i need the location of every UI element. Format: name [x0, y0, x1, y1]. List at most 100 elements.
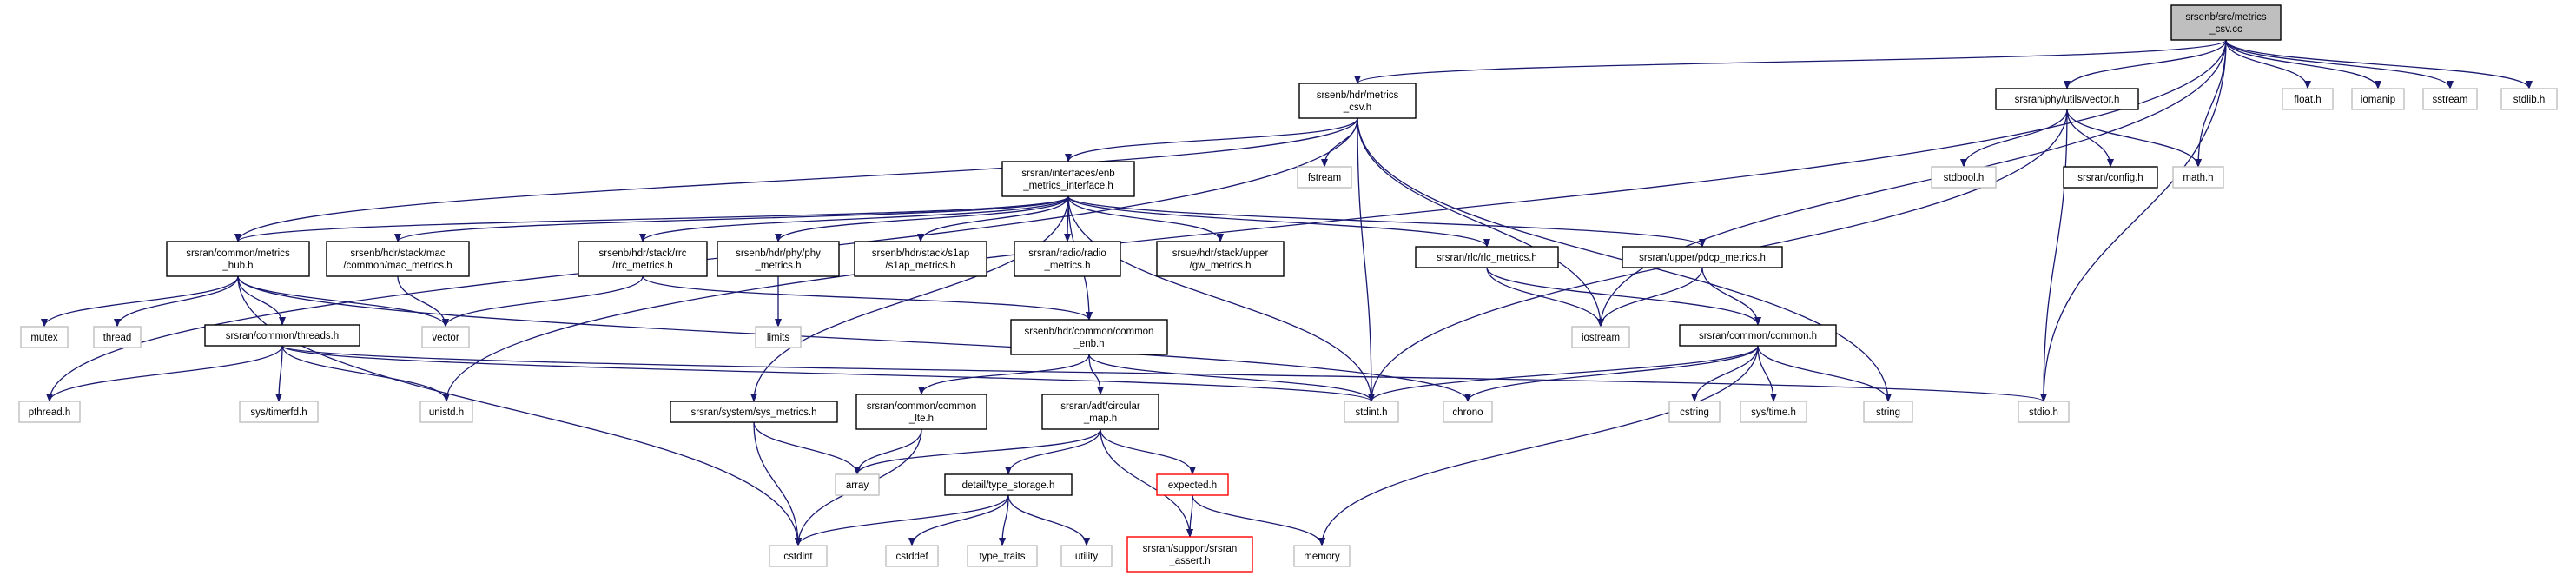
node-label: srsran/adt/circular [1060, 401, 1140, 412]
node-label: _metrics.h [1043, 261, 1090, 271]
edge-metrics_csv-to-enb_metrics_interface [1065, 117, 1358, 162]
edge-common_enb-to-circular_map [1088, 354, 1104, 395]
node-box [1014, 241, 1121, 277]
node-box [1679, 324, 1837, 347]
node-circular-map[interactable]: srsran/adt/circular_map.h [1041, 394, 1159, 430]
edge-circular_map-to-type_storage [1005, 428, 1101, 475]
node-label: srsran/common/metrics [186, 248, 290, 259]
edge-vector_h-to-stdbool_h [1960, 109, 2068, 168]
node-box [1344, 401, 1399, 423]
node-box [18, 401, 81, 423]
edge-root-to-unistd_h [443, 39, 2227, 402]
node-box [835, 473, 880, 496]
node-label: srsran/system/sys_metrics.h [690, 407, 816, 418]
node-box [204, 324, 360, 347]
edge-common_h-to-cstring [1691, 345, 1759, 402]
node-label: pthread.h [29, 407, 71, 418]
node-rlc-metrics[interactable]: srsran/rlc/rlc_metrics.h [1415, 246, 1559, 268]
node-iomanip: iomanip [2351, 88, 2405, 110]
edge-type_storage-to-cstdint [795, 494, 1009, 546]
node-phy-metrics[interactable]: srsenb/hdr/phy/phy_metrics.h [717, 241, 840, 277]
edge-enb_metrics_interface-to-rrc_metrics [639, 195, 1069, 242]
node-label: srsran/upper/pdcp_metrics.h [1639, 253, 1766, 263]
edge-threads_h-to-pthread_h [46, 345, 283, 402]
node-box [1126, 536, 1253, 573]
edge-root-to-iostream [1597, 39, 2227, 328]
edge-threads_h-to-stdio_h [281, 345, 2047, 402]
edge-threads_h-to-unistd_h [281, 345, 450, 402]
node-gw-metrics[interactable]: srsue/hdr/stack/upper/gw_metrics.h [1156, 241, 1285, 277]
node-box [239, 401, 319, 423]
edge-metrics_hub-to-mutex [41, 275, 239, 328]
node-label: /rrc_metrics.h [612, 261, 673, 271]
node-radio-metrics[interactable]: srsran/radio/radio _metrics.h [1014, 241, 1121, 277]
node-label: srsran/radio/radio [1028, 248, 1106, 259]
edge-enb_metrics_interface-to-metrics_hub [234, 195, 1069, 242]
edge-circular_map-to-array [854, 428, 1101, 475]
node-root[interactable]: srsenb/src/metrics_csv.cc [2170, 4, 2282, 41]
node-memory: memory [1293, 545, 1351, 567]
node-label: cstddef [895, 552, 928, 562]
node-common-lte[interactable]: srsran/common/common_lte.h [855, 394, 987, 430]
node-box [2018, 401, 2070, 423]
edge-circular_map-to-srsran_assert [1100, 428, 1193, 538]
node-common-h[interactable]: srsran/common/common.h [1679, 324, 1837, 347]
node-box [755, 326, 802, 348]
node-vector-h[interactable]: srsran/phy/utils/vector.h [1995, 88, 2139, 110]
node-float-h: float.h [2282, 88, 2334, 110]
node-metrics-hub[interactable]: srsran/common/metrics_hub.h [166, 241, 310, 277]
node-box [2422, 88, 2478, 110]
node-box [20, 326, 69, 348]
node-label: limits [767, 333, 789, 343]
node-rrc-metrics[interactable]: srsenb/hdr/stack/rrc/rrc_metrics.h [578, 241, 708, 277]
node-label: srsran/config.h [2077, 173, 2143, 183]
node-label: srsenb/hdr/stack/s1ap [872, 248, 970, 259]
node-enb-metrics-interface[interactable]: srsran/interfaces/enb_metrics_interface.… [1001, 161, 1135, 197]
edge-metrics_csv-to-iostream [1357, 117, 1604, 328]
node-box [1297, 166, 1352, 189]
node-box [2282, 88, 2334, 110]
node-label: stdbool.h [1944, 173, 1985, 183]
node-box [885, 545, 939, 567]
edge-sys_metrics-to-cstdint [753, 421, 802, 546]
node-sstream: sstream [2422, 88, 2478, 110]
node-mac-metrics[interactable]: srsenb/hdr/stack/mac/common/mac_metrics.… [326, 241, 470, 277]
node-utility: utility [1060, 545, 1113, 567]
node-box [2351, 88, 2405, 110]
node-s1ap-metrics[interactable]: srsenb/hdr/stack/s1ap/s1ap_metrics.h [854, 241, 987, 277]
node-type-storage[interactable]: detail/type_storage.h [944, 473, 1073, 496]
node-sys-timerfd: sys/timerfd.h [239, 401, 319, 423]
edge-vector_h-to-math_h [2066, 109, 2202, 168]
node-box [1060, 545, 1113, 567]
edge-circular_map-to-expected_h [1100, 428, 1196, 475]
edge-vector_h-to-stdio_h [2040, 109, 2068, 402]
node-metrics-csv[interactable]: srsenb/hdr/metrics_csv.h [1298, 83, 1417, 119]
edge-enb_metrics_interface-to-gw_metrics [1067, 195, 1224, 242]
edge-root-to-vector_h [2064, 39, 2227, 89]
edge-type_storage-to-cstddef [908, 494, 1009, 546]
node-sys-metrics[interactable]: srsran/system/sys_metrics.h [670, 401, 838, 423]
node-label: srsran/support/srsran [1143, 544, 1238, 554]
node-srsran-assert[interactable]: srsran/support/srsran_assert.h [1126, 536, 1253, 573]
node-label: /s1ap_metrics.h [885, 261, 955, 271]
node-box [326, 241, 470, 277]
edge-metrics_hub-to-threads_h [237, 275, 286, 326]
node-threads-h[interactable]: srsran/common/threads.h [204, 324, 360, 347]
node-box [1995, 88, 2139, 110]
node-mutex: mutex [20, 326, 69, 348]
node-expected-h[interactable]: expected.h [1156, 473, 1229, 496]
node-pdcp-metrics[interactable]: srsran/upper/pdcp_metrics.h [1622, 246, 1783, 268]
edge-common_lte-to-array [854, 428, 922, 475]
node-config-h[interactable]: srsran/config.h [2063, 166, 2158, 189]
node-box [967, 545, 1038, 567]
node-box [1668, 401, 1721, 423]
node-box [1041, 394, 1159, 430]
node-stdbool-h: stdbool.h [1931, 166, 1997, 189]
node-common-enb[interactable]: srsenb/hdr/common/common_enb.h [1010, 319, 1168, 355]
node-box [2500, 88, 2558, 110]
node-label: fstream [1308, 173, 1341, 183]
node-label: chrono [1452, 407, 1483, 418]
node-label: iomanip [2361, 95, 2395, 105]
node-cstddef: cstddef [885, 545, 939, 567]
edge-metrics_csv-to-stdint_h [1357, 117, 1375, 402]
